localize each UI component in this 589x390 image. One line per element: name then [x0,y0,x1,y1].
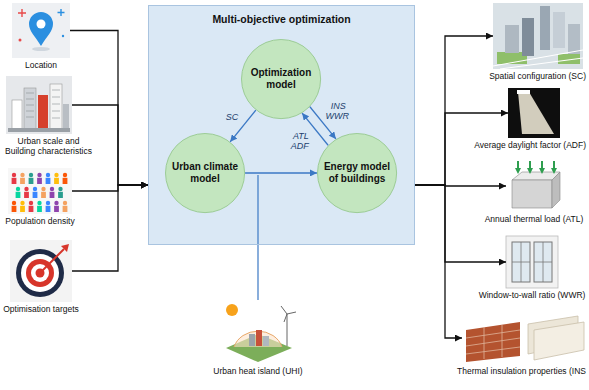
window-wall-icon [506,236,558,288]
icon-caption-box: Population density [5,216,74,226]
model-label: Optimization model [247,67,315,91]
icon-caption-box: Optimisation targets [3,304,79,314]
circle-text-box: Urban climate model [171,161,239,185]
icon-caption: Urban scale and Building characteristics [3,136,94,156]
output-icon: Spatial configuration (SC) [493,3,583,69]
icon-caption: Average daylight factor (ADF) [474,140,586,150]
edge-label-box: ATL ADF [287,131,313,151]
panel-title: Multi-objective optimization [149,13,414,25]
icon-caption-box: Location [25,60,57,70]
optimization-panel: Multi-objective optimizationOptimization… [148,5,415,245]
edge-label-box: INS WWR [325,101,351,121]
thermal-load-icon [512,161,560,208]
panel-fill [148,5,415,245]
daylight-icon [508,88,560,138]
icon-caption: Optimisation targets [3,304,79,314]
model-label: Energy model of buildings [323,161,391,185]
edge-label: INS WWR [325,101,350,121]
icon-caption-box: Urban heat island (UHI) [213,366,302,376]
edge-label-box: SC [225,112,240,122]
output-icon: Thermal insulation properties (INS [462,312,584,364]
flow-arrow [72,185,148,271]
output-icon: Annual thermal load (ATL) [506,160,562,212]
flow-arrow [415,185,462,338]
flow-arrow [72,105,148,185]
climate-icon: Urban heat island (UHI) [222,300,294,364]
input-icon: Population density [8,168,72,214]
flow-arrow [70,31,148,186]
urban-scale-icon [6,76,72,134]
icon-caption-box: Urban scale and Building characteristics [3,136,94,156]
icon-caption: Annual thermal load (ATL) [485,214,584,224]
icon-caption-box: Window-to-wall ratio (WWR) [479,290,586,300]
flow-arrow [415,36,493,185]
icon-caption: Location [25,60,57,70]
circle-text-box: Energy model of buildings [323,161,391,185]
input-icon: Optimisation targets [10,240,72,302]
icon-caption: Thermal insulation properties (INS [457,366,586,376]
population-icon [8,168,72,214]
model-circle: Energy model of buildings [317,133,397,213]
target-icon [10,240,72,302]
input-icon: Urban scale and Building characteristics [6,76,72,134]
insulation-icon [466,316,584,362]
icon-caption: Spatial configuration (SC) [489,71,586,81]
output-icon: Window-to-wall ratio (WWR) [506,236,558,288]
circle-shape [165,133,244,212]
circle-shape [241,39,320,118]
edge-label: ATL ADF [291,131,310,151]
circle-shape [317,133,396,212]
location-icon [12,3,70,58]
icon-caption: Population density [5,216,74,226]
flow-arrow [245,172,317,173]
icon-caption-box: Average daylight factor (ADF) [474,140,586,150]
icon-caption: Urban heat island (UHI) [213,366,302,376]
circle-text-box: Optimization model [247,67,315,91]
icon-caption-box: Spatial configuration (SC) [489,71,586,81]
model-circle: Optimization model [241,39,321,119]
icon-caption-box: Thermal insulation properties (INS [457,366,586,376]
city-model-icon [493,3,583,69]
heat-island-icon [226,304,296,362]
flow-arrow [72,185,148,191]
uhi-link-line [257,175,258,300]
input-icon: Location [12,3,70,58]
icon-caption-box: Annual thermal load (ATL) [485,214,584,224]
model-circle: Urban climate model [165,133,245,213]
edge-label: SC [225,112,240,122]
model-label: Urban climate model [171,161,239,185]
icon-caption: Window-to-wall ratio (WWR) [479,290,586,300]
output-icon: Average daylight factor (ADF) [508,88,560,138]
